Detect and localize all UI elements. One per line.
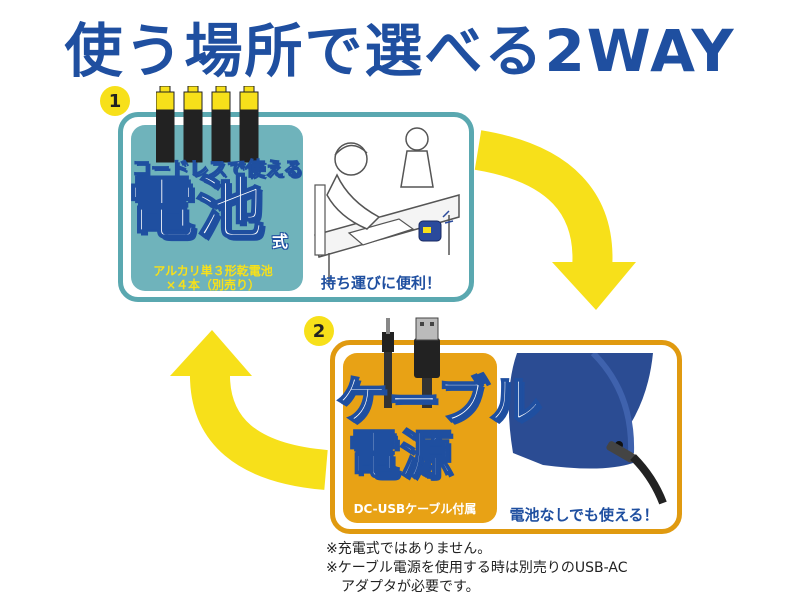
no-battery-caption: 電池なしでも使える！ bbox=[509, 506, 659, 524]
battery-icon bbox=[239, 86, 259, 163]
footnote-2: ※ケーブル電源を使用する時は別売りのUSB-AC bbox=[326, 560, 628, 576]
battery-icons bbox=[156, 86, 259, 163]
cordless-subtitle: コードレスで使える bbox=[132, 158, 303, 181]
battery-title-suffix: 式 bbox=[272, 232, 289, 251]
battery-note-line1: アルカリ単３形乾電池 bbox=[153, 264, 273, 278]
step-1-badge: 1 bbox=[100, 86, 130, 116]
battery-panel-illustration bbox=[309, 125, 461, 291]
arrow-left-curve bbox=[190, 371, 329, 490]
step-2-badge: 2 bbox=[304, 316, 334, 346]
battery-icon bbox=[183, 86, 203, 163]
footnotes: ※充電式ではありません。 ※ケーブル電源を使用する時は別売りのUSB-AC アダ… bbox=[326, 540, 726, 597]
dc-plug-illustration-icon bbox=[508, 353, 667, 505]
battery-icon bbox=[211, 86, 231, 163]
cable-title-line1: ケーブル bbox=[335, 372, 542, 432]
footnote-1: ※充電式ではありません。 bbox=[326, 541, 492, 557]
battery-icon bbox=[156, 86, 175, 163]
usb-cable-icon bbox=[382, 317, 440, 408]
portable-caption: 持ち運びに便利！ bbox=[320, 274, 441, 292]
arrow-right-curve bbox=[474, 130, 613, 272]
arrow-right-head bbox=[552, 262, 636, 310]
cable-panel-label-area bbox=[343, 353, 497, 523]
cable-included-note: DC-USBケーブル付属 bbox=[353, 502, 477, 516]
child-studying-illustration-icon bbox=[314, 127, 460, 285]
battery-title: 電池 bbox=[127, 170, 265, 249]
battery-note: アルカリ単３形乾電池 ×４本（別売り） bbox=[130, 264, 296, 292]
headline: 使う場所で選べる2WAY bbox=[64, 17, 736, 85]
arrow-left-head bbox=[170, 330, 252, 376]
cable-title-line2: 電源 bbox=[347, 426, 453, 486]
battery-note-line2: ×４本（別売り） bbox=[165, 278, 261, 292]
footnote-2-continued: アダプタが必要です。 bbox=[341, 579, 480, 595]
cable-panel-illustration bbox=[503, 353, 669, 523]
